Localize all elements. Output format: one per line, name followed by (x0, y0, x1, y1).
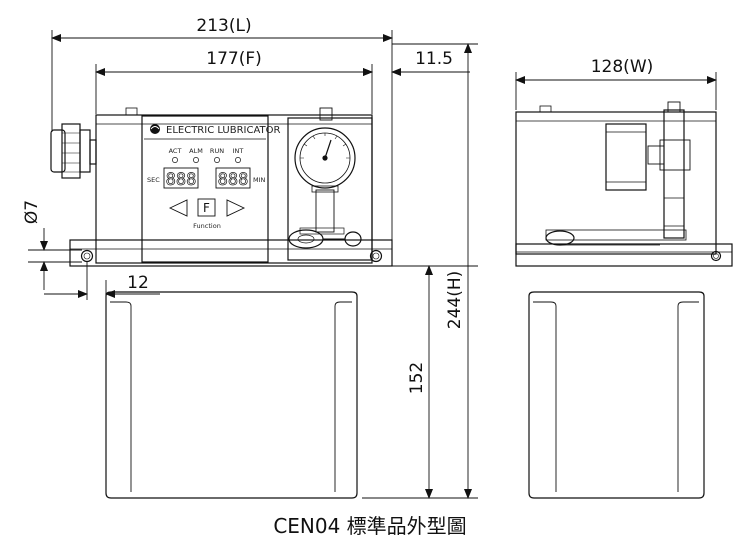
left-display (163, 167, 199, 189)
dim-offset: 11.5 (415, 49, 453, 69)
left-unit-label: SEC (147, 176, 160, 184)
front-view (50, 107, 393, 499)
pressure-gauge (294, 127, 356, 189)
brand-logo (150, 124, 160, 134)
indicator-label-alm: ALM (189, 147, 203, 155)
dim-hole-diameter: Ø7 (22, 200, 42, 224)
side-mounting-flange (515, 243, 733, 267)
side-view (515, 101, 733, 499)
panel-title: ELECTRIC LUBRICATOR (166, 125, 281, 136)
pump-wheel (288, 227, 362, 249)
indicator-label-run: RUN (210, 147, 224, 155)
cable-gland (50, 123, 97, 179)
led-int (235, 157, 241, 163)
up-arrow-button (226, 199, 246, 217)
led-run (214, 157, 220, 163)
right-display (215, 167, 251, 189)
side-pipe (663, 109, 685, 239)
function-button (197, 198, 216, 217)
drawing-caption: CEN04 標準品外型圖 (273, 514, 466, 538)
right-display-digits: 888 (218, 170, 249, 190)
indicator-label-act: ACT (169, 147, 182, 155)
panel-text: ELECTRIC LUBRICATOR ACT ALM RUN INT SEC … (147, 125, 281, 230)
led-alm (193, 157, 199, 163)
led-act (172, 157, 178, 163)
dim-width: 128(W) (591, 57, 654, 77)
side-tank (528, 291, 705, 499)
dim-tank-height: 152 (407, 362, 427, 394)
down-arrow-button (168, 199, 188, 217)
front-tank (105, 291, 358, 499)
front-mounting-flange (69, 239, 393, 267)
left-display-digits: 888 (166, 170, 197, 190)
gauge-needle (324, 139, 332, 159)
left-mount-hole (80, 249, 94, 263)
indicator-label-int: INT (233, 147, 244, 155)
dim-overall-height: 244(H) (445, 271, 465, 330)
dimension-lines (28, 30, 717, 499)
function-caption: Function (193, 222, 221, 230)
function-key-label: F (203, 201, 210, 215)
dim-overall-length: 213(L) (196, 16, 251, 36)
right-mount-hole (369, 249, 383, 263)
gauge-housing (287, 117, 373, 261)
right-unit-label: MIN (253, 176, 266, 184)
side-housing (515, 111, 717, 255)
dim-flange-length: 177(F) (206, 49, 262, 69)
control-panel (141, 115, 269, 263)
side-gauge (605, 123, 647, 191)
dim-hole-offset: 12 (127, 273, 149, 293)
